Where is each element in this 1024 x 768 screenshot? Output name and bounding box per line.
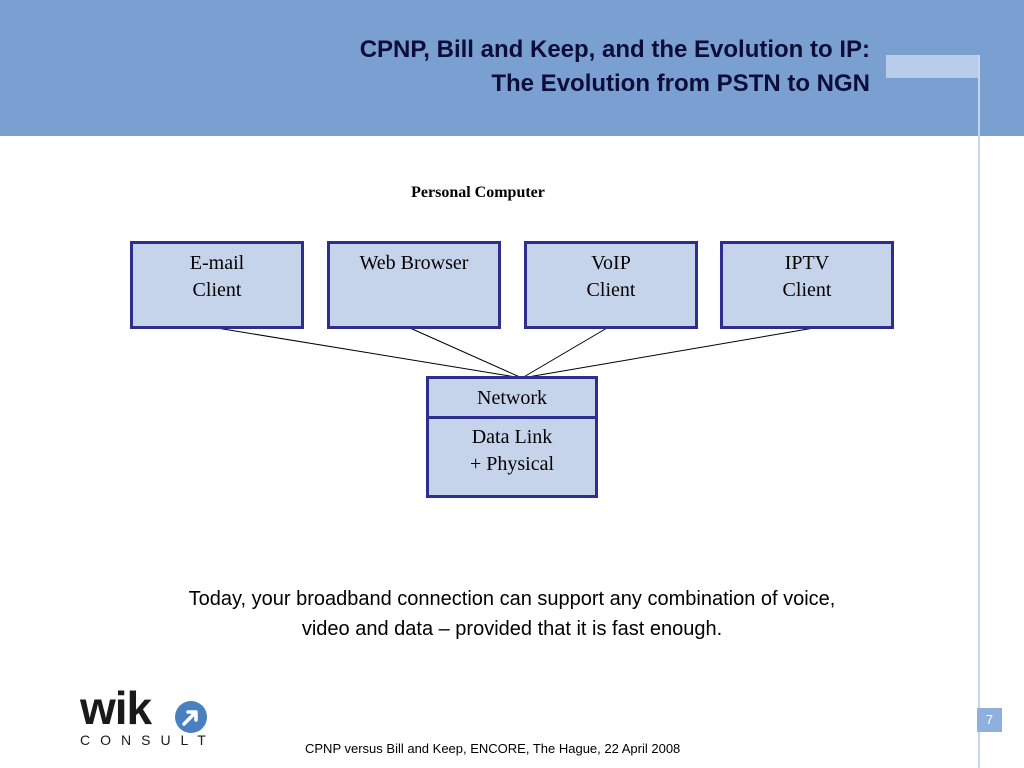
email-client-line-2: Client <box>192 279 242 301</box>
data-link-line-2: + Physical <box>469 453 555 475</box>
caption-line-2: video and data – provided that it is fas… <box>301 618 723 640</box>
connector-web-browser <box>409 327 523 379</box>
wik-consult-logo: wik CONSULT <box>80 682 220 757</box>
connector-email <box>216 327 523 379</box>
voip-client-box: VoIP Client <box>524 241 698 329</box>
logo-subtext: CONSULT <box>80 732 216 748</box>
title-line-1: CPNP, Bill and Keep, and the Evolution t… <box>359 36 870 63</box>
header-band <box>0 0 1024 136</box>
email-client-line-1: E-mail <box>189 252 245 274</box>
logo-arrow-icon <box>175 701 207 733</box>
connector-iptv <box>521 327 815 379</box>
caption-line-1: Today, your broadband connection can sup… <box>188 588 836 610</box>
data-link-physical-layer: Data Link + Physical <box>429 419 595 478</box>
web-browser-line-1: Web Browser <box>359 252 469 274</box>
voip-client-line-1: VoIP <box>591 252 631 274</box>
voip-client-line-2: Client <box>586 279 636 301</box>
web-browser-box: Web Browser <box>327 241 501 329</box>
right-divider-line <box>978 55 980 768</box>
page-number: 7 <box>977 708 1002 732</box>
header-accent-bar <box>886 55 978 78</box>
iptv-client-line-1: IPTV <box>784 252 830 274</box>
slide-title: CPNP, Bill and Keep, and the Evolution t… <box>360 33 870 101</box>
slide-footer: CPNP versus Bill and Keep, ENCORE, The H… <box>305 741 681 756</box>
email-client-box: E-mail Client <box>130 241 304 329</box>
personal-computer-label: Personal Computer <box>411 184 545 201</box>
iptv-client-box: IPTV Client <box>720 241 894 329</box>
iptv-client-line-2: Client <box>782 279 832 301</box>
connector-voip <box>521 327 608 379</box>
logo-wordmark: wik <box>80 682 152 734</box>
slide-caption: Today, your broadband connection can sup… <box>112 584 912 644</box>
network-layer: Network <box>429 379 595 419</box>
title-line-2: The Evolution from PSTN to NGN <box>491 70 870 97</box>
network-stack-box: Network Data Link + Physical <box>426 376 598 498</box>
data-link-line-1: Data Link <box>471 426 553 448</box>
